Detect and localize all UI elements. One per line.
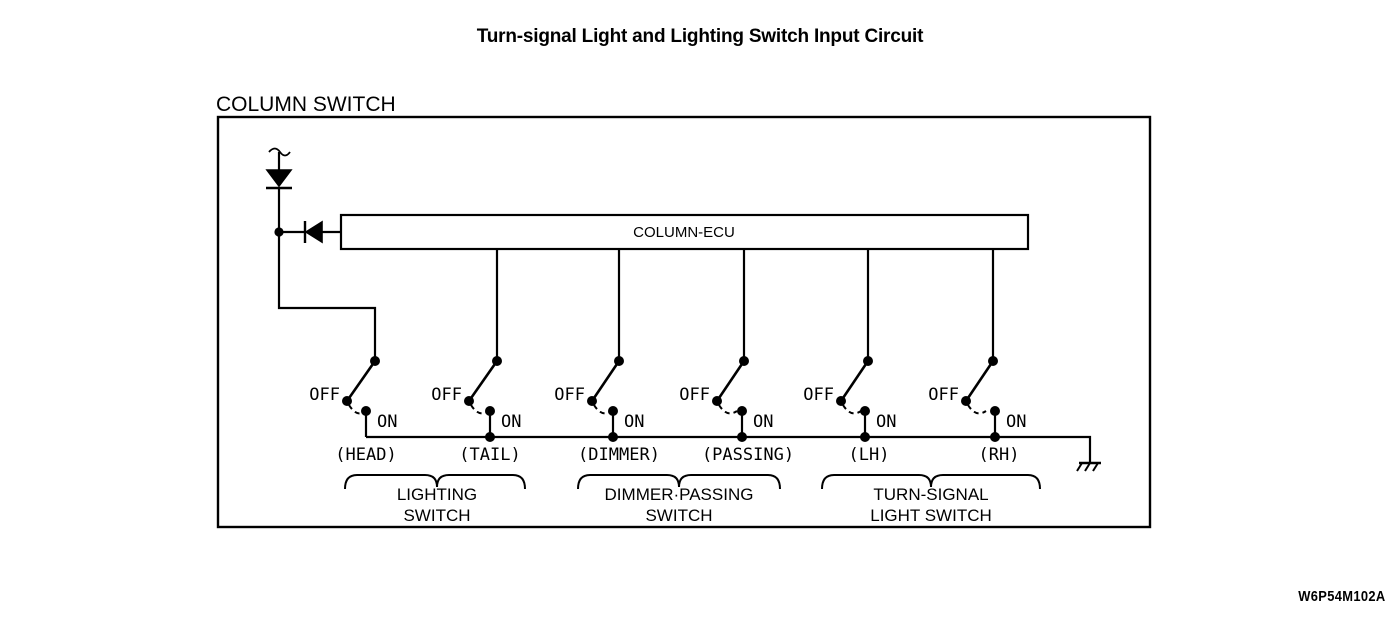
switch-tail-off-contact	[464, 396, 474, 406]
switch-lh-on-label: ON	[876, 412, 896, 432]
switch-head-off-label: OFF	[309, 385, 340, 405]
group-bracket-dimmer-passing	[577, 474, 781, 490]
switch-rh-off-label: OFF	[928, 385, 959, 405]
switch-passing-on-label: ON	[753, 412, 773, 432]
switch-rh-travel-arc	[967, 404, 987, 415]
switch-passing-off-label: OFF	[679, 385, 710, 405]
switch-passing[interactable]	[712, 356, 749, 442]
enclosure-label: COLUMN SWITCH	[216, 93, 396, 116]
column-ecu-box	[339, 213, 1030, 251]
diode-left-icon	[303, 220, 323, 244]
group-dimmer-passing-line1: DIMMER·PASSING	[605, 485, 754, 504]
switch-lh-blade	[839, 360, 870, 402]
switch-dimmer-name: (DIMMER)	[578, 445, 660, 465]
chassis-ground-icon	[1076, 461, 1101, 472]
switch-tail-blade	[467, 360, 499, 402]
group-turn-signal-line2: LIGHT SWITCH	[870, 506, 992, 525]
switch-tail-on-label: ON	[501, 412, 521, 432]
group-turn-signal-line1: TURN-SIGNAL	[873, 485, 988, 504]
switch-dimmer-on-label: ON	[624, 412, 644, 432]
switch-head-on-label: ON	[377, 412, 397, 432]
switch-dimmer-off-contact	[587, 396, 597, 406]
switch-passing-travel-arc	[718, 404, 738, 415]
switch-lh-name: (LH)	[849, 445, 890, 465]
wire-head-switch-feed	[277, 232, 377, 361]
group-lighting-line1: LIGHTING	[397, 485, 477, 504]
switch-rh-name: (RH)	[979, 445, 1020, 465]
switch-dimmer[interactable]	[587, 356, 624, 442]
group-bracket-turn-signal	[821, 474, 1041, 490]
switch-head[interactable]	[342, 356, 380, 437]
switch-lh-off-label: OFF	[803, 385, 834, 405]
switch-rh-blade	[964, 360, 995, 402]
ground-bus	[366, 435, 1092, 463]
switch-rh-off-contact	[961, 396, 971, 406]
group-lighting-line2: SWITCH	[403, 506, 470, 525]
switch-passing-name: (PASSING)	[702, 445, 794, 465]
switch-head-off-contact	[342, 396, 352, 406]
switch-tail[interactable]	[464, 356, 502, 442]
switch-passing-blade	[715, 360, 746, 402]
switch-lh-off-contact	[836, 396, 846, 406]
group-bracket-lighting	[344, 474, 526, 490]
diode-down-icon	[265, 169, 293, 190]
switch-tail-name: (TAIL)	[459, 445, 520, 465]
column-switch-enclosure	[216, 115, 1152, 529]
switch-lh[interactable]	[836, 356, 873, 442]
figure-code: W6P54M102A	[1298, 588, 1386, 605]
page-title: Turn-signal Light and Lighting Switch In…	[476, 26, 924, 47]
switch-head-blade	[345, 360, 377, 402]
switch-rh-on-label: ON	[1006, 412, 1026, 432]
switch-dimmer-blade	[590, 360, 621, 402]
switch-head-name: (HEAD)	[335, 445, 396, 465]
switch-passing-off-contact	[712, 396, 722, 406]
column-ecu-label: COLUMN-ECU	[633, 224, 735, 241]
switch-dimmer-off-label: OFF	[554, 385, 585, 405]
group-dimmer-passing-line2: SWITCH	[645, 506, 712, 525]
switch-rh[interactable]	[961, 356, 1000, 442]
switch-tail-off-label: OFF	[431, 385, 462, 405]
switch-lh-travel-arc	[842, 404, 862, 415]
